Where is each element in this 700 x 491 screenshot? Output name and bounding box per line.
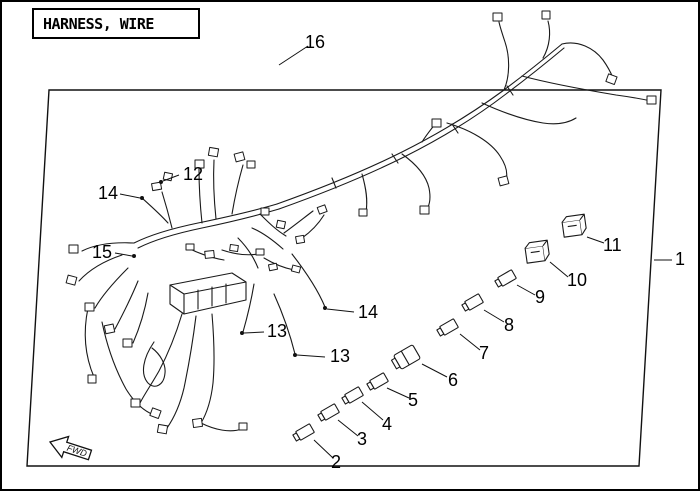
- callout-16: 16: [305, 32, 326, 52]
- callout-9: 9: [535, 287, 546, 307]
- title-box: HARNESS, WIRE: [32, 8, 200, 39]
- callout-12: 12: [183, 164, 204, 184]
- fwd-arrow: FWD: [48, 435, 93, 461]
- callout-2: 2: [331, 452, 342, 472]
- harness-drawing: [65, 10, 657, 435]
- callout-14b: 14: [358, 302, 379, 322]
- connector-6-icon: [390, 344, 421, 370]
- relay-10-icon: [524, 239, 550, 264]
- loose-parts-row: [292, 213, 587, 442]
- callout-15: 15: [92, 242, 113, 262]
- callout-5: 5: [408, 390, 419, 410]
- connector-5-icon: [366, 372, 389, 391]
- connector-8-icon: [461, 293, 484, 312]
- callout-7: 7: [479, 343, 490, 363]
- callout-13b: 13: [330, 346, 351, 366]
- callout-11: 11: [603, 235, 622, 255]
- connector-2-icon: [292, 423, 315, 442]
- connector-3-icon: [317, 403, 340, 422]
- callout-4: 4: [382, 414, 393, 434]
- connector-4-icon: [341, 386, 364, 405]
- callout-8: 8: [504, 315, 515, 335]
- leader-lines: [114, 45, 672, 459]
- connector-9-icon: [494, 269, 517, 288]
- connector-7-icon: [436, 318, 459, 337]
- callout-6: 6: [448, 370, 459, 390]
- panel-border: [26, 89, 662, 467]
- leader-dots: [132, 180, 327, 357]
- relay-11-icon: [561, 213, 587, 238]
- callout-1: 1: [675, 249, 686, 269]
- page-title: HARNESS, WIRE: [43, 14, 154, 33]
- callout-10: 10: [567, 270, 588, 290]
- callout-3: 3: [357, 429, 368, 449]
- callout-13a: 13: [267, 321, 288, 341]
- callout-14a: 14: [98, 183, 119, 203]
